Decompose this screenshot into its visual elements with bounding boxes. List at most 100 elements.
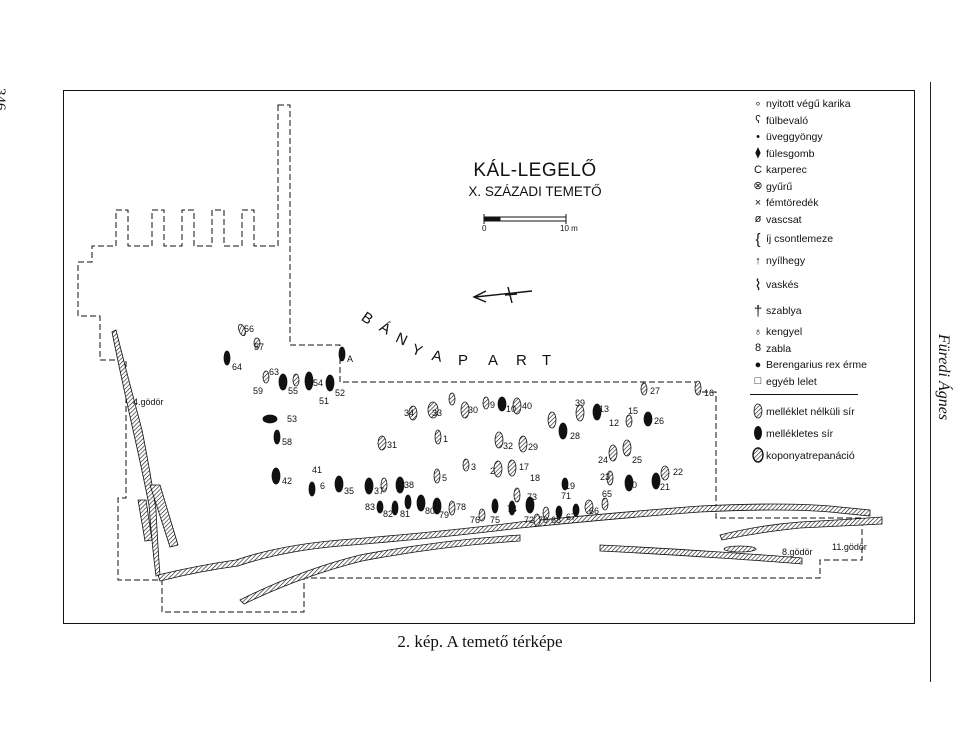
grave-number: 38	[404, 480, 415, 490]
grave-number: 2	[490, 466, 496, 476]
grave-number: 78	[456, 502, 467, 512]
grave-number: 59	[253, 386, 264, 396]
grave-number: 16	[704, 388, 715, 398]
grave-number: 33	[432, 408, 443, 418]
grave-number: 66	[589, 506, 600, 516]
grave-number: 79	[439, 510, 450, 520]
grave-number: 82	[383, 509, 394, 519]
grave-number: 17	[519, 462, 530, 472]
bank-letter: T	[542, 352, 552, 369]
grave-number: 12	[609, 418, 620, 428]
legend-item: □egyéb lelet	[750, 374, 910, 391]
grave-number: A	[347, 354, 354, 364]
grave-number: 25	[632, 455, 643, 465]
button-icon: ⧫	[755, 147, 761, 160]
grave-number: 37	[374, 486, 385, 496]
bracelet-icon: C	[754, 163, 762, 176]
legend-grave-item: mellékletes sír	[750, 423, 910, 445]
grave-number: 5	[442, 473, 448, 483]
iron-buckle-icon: ø	[754, 213, 762, 226]
scale-bar	[483, 214, 567, 224]
bow-plate-icon: {	[755, 230, 761, 248]
legend-item: ⧫fülesgomb	[750, 146, 910, 163]
grave-number: 55	[288, 386, 299, 396]
grave-number: 76	[470, 515, 481, 525]
scale-start-label: 0	[482, 224, 487, 233]
earring-icon: ʕ	[755, 114, 761, 127]
grave-number: 80	[425, 506, 436, 516]
grave-number: 58	[282, 437, 293, 447]
grave-number: 34	[404, 408, 415, 418]
grave-number: 81	[400, 509, 411, 519]
bank-letter: P	[458, 352, 469, 369]
legend-item: †szablya	[750, 298, 910, 324]
grave-number: 29	[528, 442, 539, 452]
grave-number: 22	[673, 467, 684, 477]
metal-fragment-icon: ×	[754, 196, 762, 209]
legend-item: ●Berengarius rex érme	[750, 357, 910, 374]
hatched-grave-icon	[750, 403, 766, 422]
grave-number: 28	[570, 431, 581, 441]
map-frame	[63, 90, 915, 624]
grave-number: 75	[490, 515, 501, 525]
map-subtitle: X. SZÁZADI TEMETŐ	[468, 184, 602, 199]
grave-number: 72	[524, 515, 535, 525]
legend-item: ↑nyílhegy	[750, 250, 910, 272]
glass-bead-icon: •	[756, 130, 760, 143]
arrowhead-icon: ↑	[755, 254, 761, 267]
grave-number: 18	[530, 473, 541, 483]
grave-number: 13	[599, 404, 610, 414]
map-title-block: KÁL-LEGELŐ X. SZÁZADI TEMETŐ	[440, 160, 630, 199]
grave-number: 68	[551, 515, 562, 525]
legend-separator	[750, 394, 858, 395]
grave-number: 26	[654, 416, 665, 426]
grave-number: 83	[365, 502, 376, 512]
legend-item: ∘nyitott végű karika	[750, 96, 910, 113]
grave-number: 21	[660, 482, 671, 492]
grave-number: 15	[628, 406, 639, 416]
pit-label: 8.gödör	[782, 547, 813, 557]
grave-number: 70	[538, 515, 549, 525]
grave-number: 73	[527, 492, 538, 502]
finger-ring-icon: ⊗	[753, 180, 763, 193]
north-arrow-icon	[472, 286, 533, 304]
grave-number: 67	[566, 512, 577, 522]
grave-number: 54	[313, 378, 324, 388]
margin-rule	[930, 82, 931, 682]
sabre-icon: †	[753, 302, 763, 320]
grave-number: 40	[522, 401, 533, 411]
grave-number: 9	[490, 400, 496, 410]
grave-number: 39	[575, 398, 586, 408]
bank-letter: A	[488, 352, 499, 369]
grave-number: 20	[627, 480, 638, 490]
grave-number: 19	[565, 481, 576, 491]
grave-number: 56	[244, 324, 255, 334]
grave-number: 63	[269, 367, 280, 377]
graves	[223, 323, 702, 527]
legend-item: {íj csontlemeze	[750, 228, 910, 250]
grave-number: 41	[312, 465, 323, 475]
bank-letter: R	[516, 352, 527, 369]
stirrup-icon: ♁	[753, 325, 763, 338]
grave-number: 71	[561, 491, 572, 501]
grave-number: 10	[506, 404, 517, 414]
legend-item: ×fémtöredék	[750, 195, 910, 212]
grave-number: 51	[319, 396, 330, 406]
grave-number: 31	[387, 440, 398, 450]
legend-item: ⊗gyűrű	[750, 179, 910, 196]
grave-number: 52	[335, 388, 346, 398]
knife-icon: ⌇	[754, 276, 762, 294]
grave-number: 42	[282, 476, 293, 486]
legend-grave-item: melléklet nélküli sír	[750, 401, 910, 423]
legend-grave-item: koponyatrepanáció	[750, 445, 910, 467]
grave-number: 53	[287, 414, 298, 424]
grave-number: 57	[254, 342, 265, 352]
solid-grave-icon	[750, 425, 766, 444]
other-find-icon: □	[754, 375, 762, 388]
